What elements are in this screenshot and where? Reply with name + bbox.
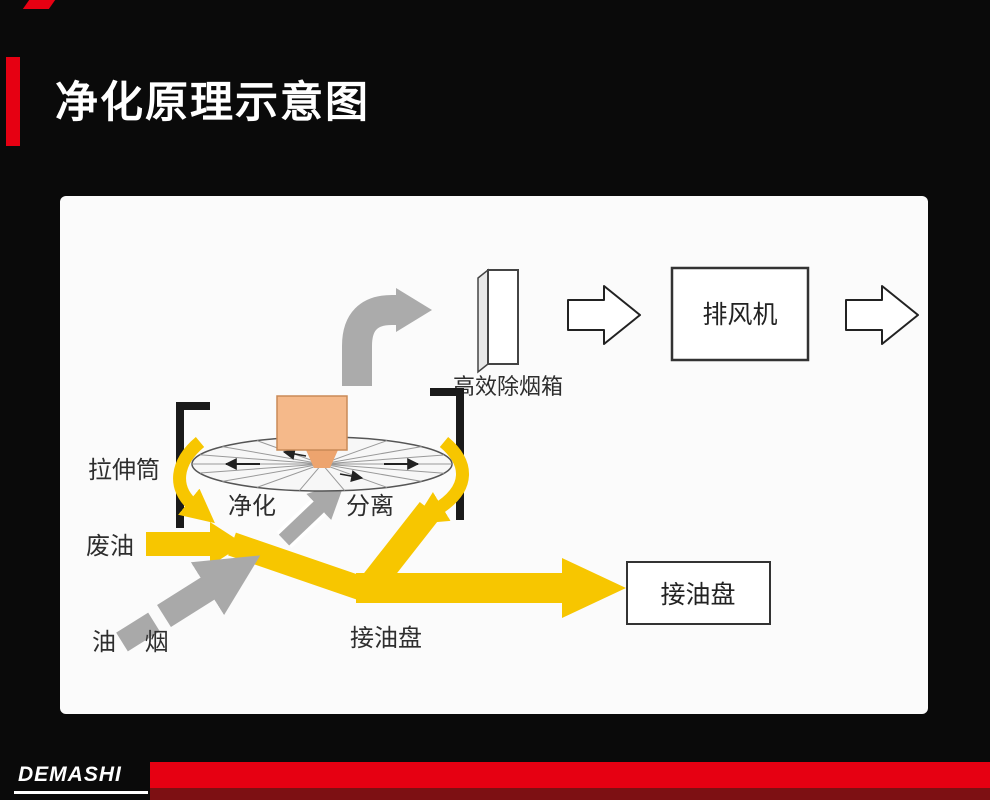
disk-arrow-upper-left [282, 448, 307, 460]
oil-smoke-arrow-seg2 [157, 555, 261, 628]
oil-pan-label: 接油盘 [350, 625, 422, 652]
yellow-band-right-diagonal [361, 501, 441, 593]
footer-bar: DEMASHI [0, 760, 990, 800]
motor-stem [306, 450, 338, 468]
footer-darkred-stripe [150, 788, 990, 800]
brand-underline [14, 791, 148, 794]
brand-logo: DEMASHI [18, 763, 122, 786]
smoke-box-front [487, 269, 519, 365]
smoke-box-label: 高效除烟箱 [453, 374, 563, 399]
title-accent-bar [6, 57, 20, 146]
exhaust-fan-box [670, 266, 810, 362]
waste-oil-label: 废油 [86, 533, 134, 560]
flow-arrow-to-fan [567, 285, 641, 345]
footer-red-stripe [150, 762, 990, 788]
purify-arrow [278, 482, 345, 546]
purify-label: 净化 [228, 493, 276, 520]
oil-smoke-label: 油 烟 [92, 629, 175, 656]
page-title: 净化原理示意图 [55, 79, 370, 127]
elbow-duct-arrowhead [396, 288, 432, 332]
disk-arrow-lower-right [339, 470, 364, 482]
oil-pan-box [626, 561, 771, 625]
elbow-duct-arrow [342, 295, 396, 386]
separate-label: 分离 [346, 493, 394, 520]
diagram-panel: 高效除烟箱 排风机 [60, 196, 928, 714]
yellow-curve-left [173, 437, 215, 524]
oil-smoke-arrow-seg1 [116, 612, 160, 652]
stretch-cylinder-label: 拉伸筒 [88, 457, 160, 484]
smoke-box-side [477, 268, 489, 374]
corner-accent-mark [22, 0, 56, 9]
oil-pan-box-label: 接油盘 [660, 581, 735, 609]
yellow-curve-right [412, 437, 469, 525]
yellow-band-left-diagonal [228, 532, 364, 600]
yellow-main-arrowhead [562, 558, 626, 618]
motor-block [276, 395, 348, 451]
diagram-svg: 高效除烟箱 排风机 [86, 266, 919, 656]
flow-arrow-exhaust-out [845, 285, 919, 345]
exhaust-fan-label: 排风机 [702, 301, 777, 329]
waste-oil-arrow [146, 522, 244, 566]
